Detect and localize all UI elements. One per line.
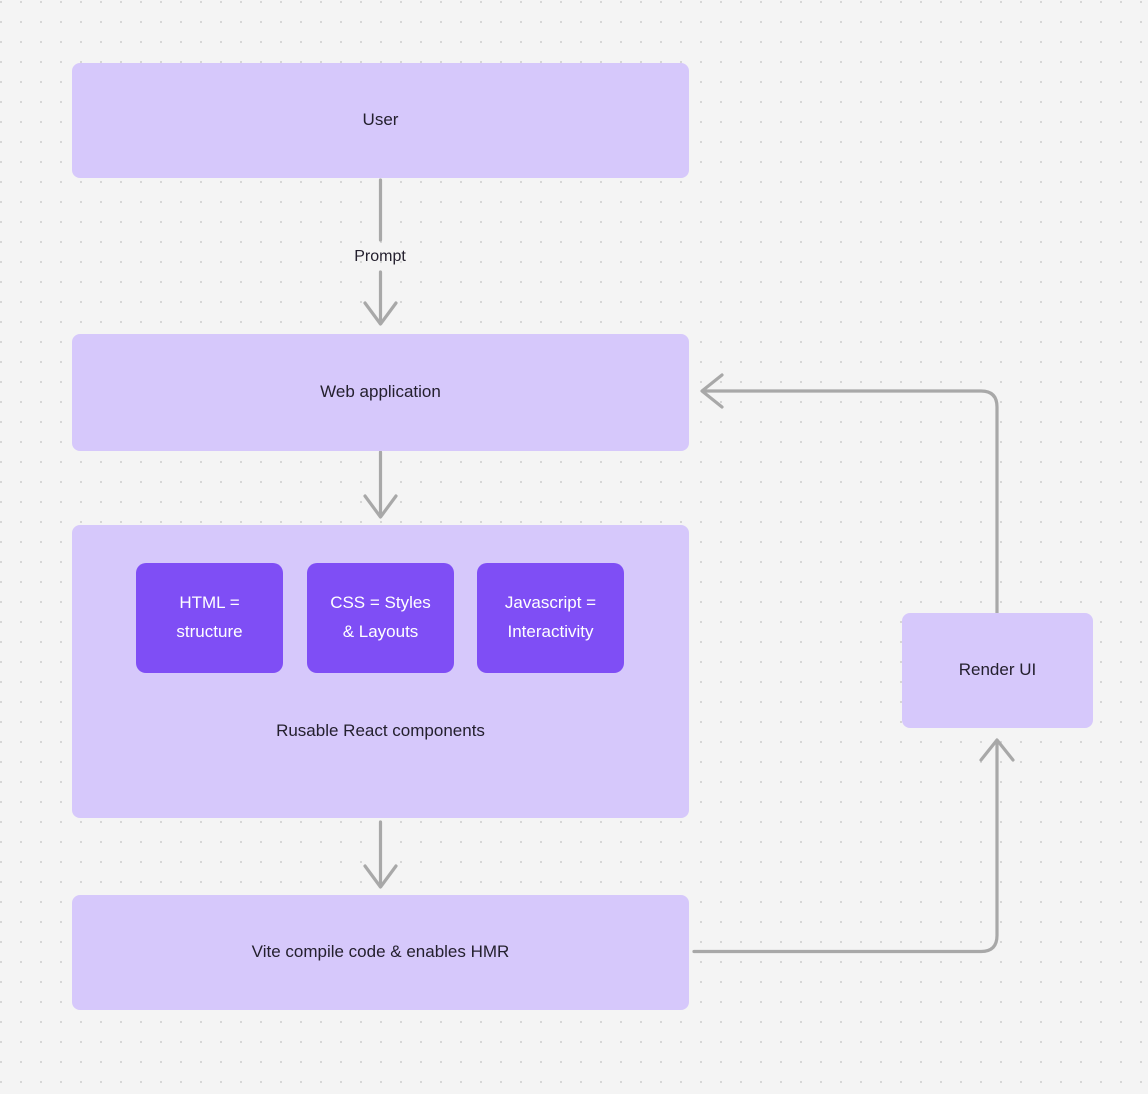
node-web-application-label: Web application: [320, 382, 441, 402]
node-vite-label: Vite compile code & enables HMR: [251, 942, 510, 962]
chip-html-label: HTML = structure: [176, 589, 242, 647]
chip-html-line1: HTML =: [179, 593, 240, 613]
chip-css-label: CSS = Styles & Layouts: [330, 589, 431, 647]
node-reusable-components[interactable]: HTML = structure CSS = Styles & Layouts …: [72, 525, 689, 818]
chip-javascript-label: Javascript = Interactivity: [505, 589, 596, 647]
edge-vite-to-render: [692, 740, 999, 954]
chip-css-line2: & Layouts: [342, 622, 419, 641]
chip-html[interactable]: HTML = structure: [136, 563, 283, 673]
arrowhead-vite-to-render: [979, 738, 1015, 762]
chip-javascript-line2: Interactivity: [507, 622, 594, 641]
chip-html-line2: structure: [176, 622, 243, 641]
chip-javascript[interactable]: Javascript = Interactivity: [477, 563, 624, 673]
chip-css-line1: CSS = Styles: [330, 593, 431, 613]
node-reusable-components-caption: Rusable React components: [276, 721, 485, 740]
arrowhead-web-to-components: [363, 494, 398, 519]
chip-javascript-line1: Javascript =: [504, 593, 597, 613]
arrowhead-components-to-vite: [363, 864, 398, 889]
arrowhead-prompt-to-web: [363, 301, 398, 326]
chip-css[interactable]: CSS = Styles & Layouts: [307, 563, 454, 673]
node-vite[interactable]: Vite compile code & enables HMR: [72, 895, 689, 1010]
edge-render-to-web: [704, 389, 999, 615]
edge-label-prompt: Prompt: [354, 248, 406, 265]
node-render-ui[interactable]: Render UI: [902, 613, 1093, 728]
node-user-label: User: [362, 110, 399, 130]
arrowhead-render-to-web: [700, 373, 724, 409]
node-user[interactable]: User: [72, 63, 689, 178]
node-web-application[interactable]: Web application: [72, 334, 689, 451]
node-render-ui-label: Render UI: [958, 660, 1037, 680]
